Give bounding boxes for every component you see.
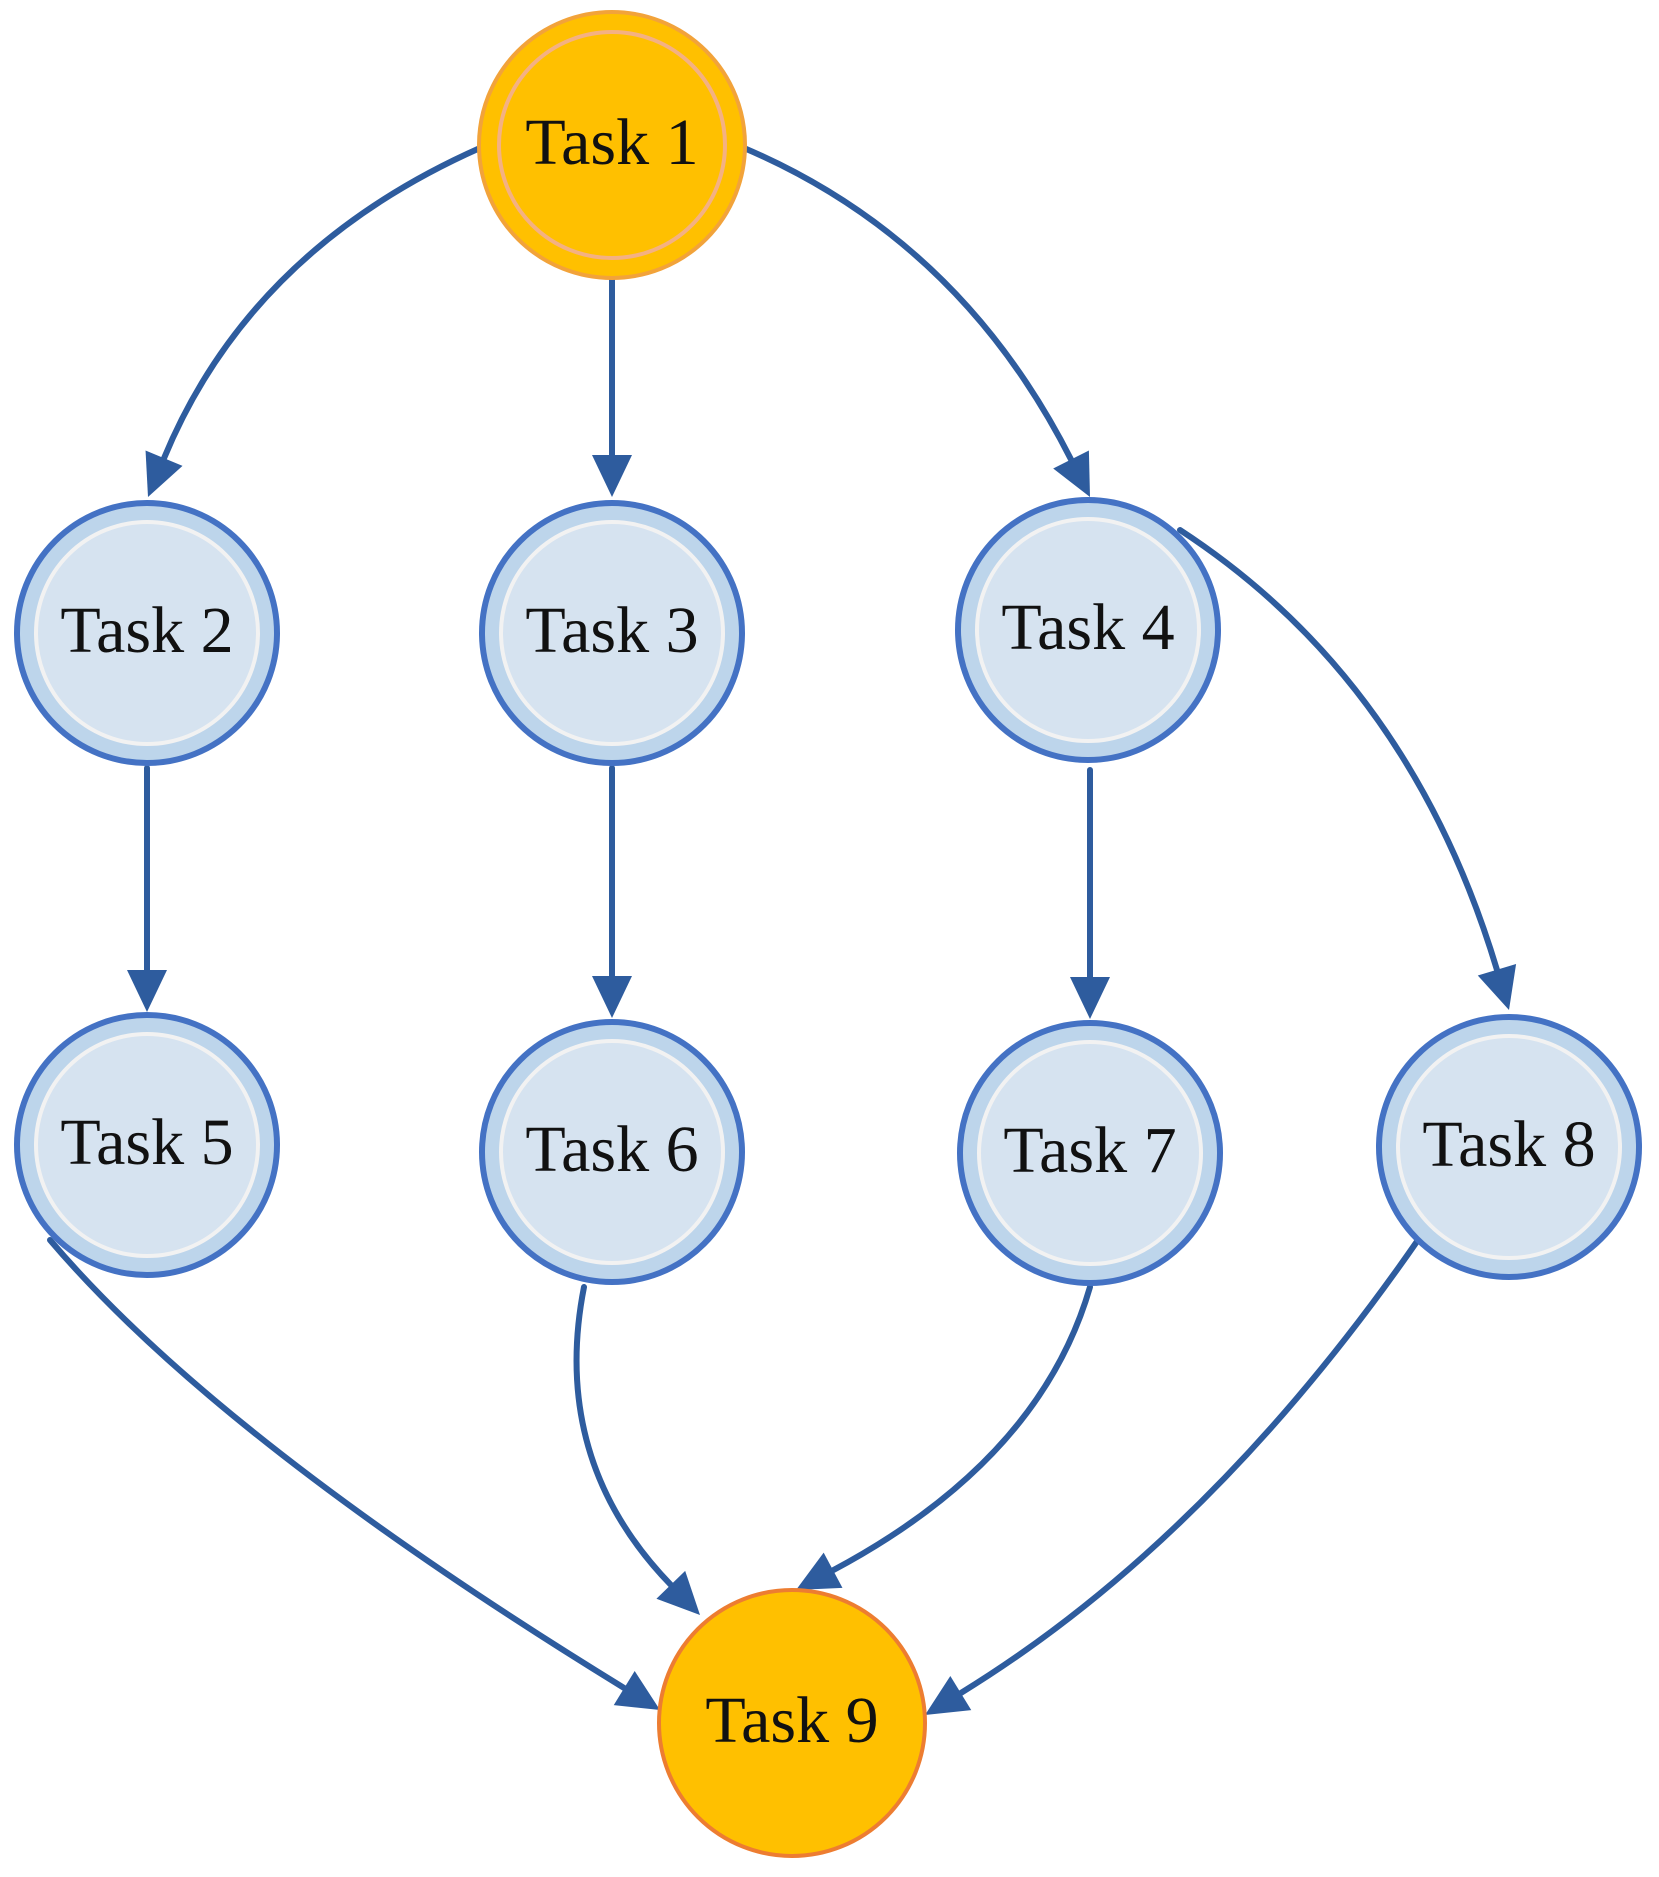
node-task-2: Task 2: [14, 500, 280, 766]
node-label: Task 3: [525, 594, 698, 667]
arrowhead-icon: [1053, 450, 1090, 497]
edge-t6-t9: [573, 1284, 700, 1615]
node-label: Task 8: [1422, 1108, 1595, 1181]
node-label: Task 4: [1001, 591, 1174, 664]
arrowhead-icon: [127, 970, 167, 1012]
edge-t1-t3: [592, 275, 632, 497]
node-task-5: Task 5: [14, 1012, 280, 1278]
node-task-3: Task 3: [479, 500, 745, 766]
edge-t7-t9: [796, 1284, 1093, 1590]
edge-t8-t9: [925, 1237, 1421, 1715]
node-task-1: Task 1: [477, 10, 747, 280]
edge-t1-t2: [145, 145, 483, 497]
edge-t1-t4: [741, 145, 1090, 497]
node-inner-ring: [499, 1039, 725, 1265]
node-task-9: Task 9: [657, 1588, 927, 1858]
arrowhead-icon: [656, 1570, 700, 1615]
node-inner-ring: [34, 1032, 260, 1258]
node-inner-ring: [1396, 1034, 1622, 1260]
arrowhead-icon: [145, 450, 183, 497]
edge-line: [957, 1237, 1421, 1697]
node-circle: [657, 1588, 927, 1858]
node-inner-ring: [977, 1040, 1203, 1266]
arrowhead-icon: [592, 455, 632, 497]
arrowhead-icon: [613, 1670, 660, 1710]
node-task-7: Task 7: [957, 1020, 1223, 1286]
edge-t2-t5: [127, 765, 167, 1012]
node-label: Task 9: [705, 1684, 878, 1757]
node-circle: [477, 10, 747, 280]
node-label: Task 2: [60, 594, 233, 667]
edge-t5-t9: [47, 1237, 660, 1710]
node-inner-ring: [975, 517, 1201, 743]
node-label: Task 5: [60, 1106, 233, 1179]
edge-line: [161, 145, 483, 462]
arrowhead-icon: [925, 1675, 972, 1715]
node-inner-ring: [497, 30, 727, 260]
node-label: Task 6: [525, 1113, 698, 1186]
arrowhead-icon: [796, 1552, 843, 1590]
arrowhead-icon: [1070, 977, 1110, 1019]
arrowhead-icon: [1477, 964, 1517, 1010]
edge-line: [830, 1284, 1093, 1574]
edges-layer: [47, 145, 1517, 1715]
node-task-6: Task 6: [479, 1019, 745, 1285]
edge-t3-t6: [592, 765, 632, 1018]
edge-t4-t7: [1070, 767, 1110, 1019]
node-inner-ring: [499, 520, 725, 746]
nodes-layer: Task 1 Task 2 Task 3 Task 4 Task 5 Task 6 Task…: [14, 10, 1642, 1858]
node-task-4: Task 4: [955, 497, 1221, 763]
edge-line: [573, 1284, 674, 1588]
edge-line: [47, 1237, 628, 1692]
node-inner-ring: [34, 520, 260, 746]
node-label: Task 7: [1003, 1114, 1176, 1187]
edge-line: [741, 145, 1075, 463]
node-label: Task 1: [525, 106, 698, 179]
edge-line: [1177, 527, 1500, 973]
node-task-8: Task 8: [1376, 1014, 1642, 1280]
arrowhead-icon: [592, 976, 632, 1018]
edge-t4-t8: [1177, 527, 1517, 1010]
